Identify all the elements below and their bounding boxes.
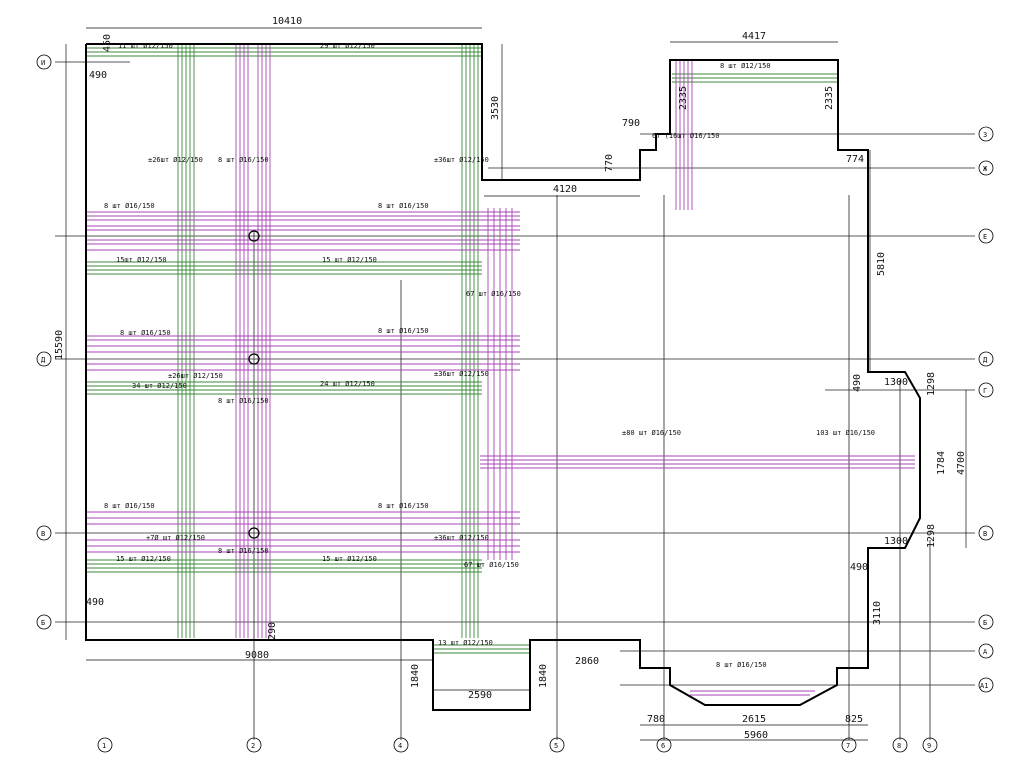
rebar-label: 8 шт Ø16/150 — [716, 661, 767, 669]
axis-label-right: З — [983, 131, 987, 139]
dim-1300-top: 1300 — [884, 377, 908, 388]
dim-825: 825 — [845, 714, 863, 725]
axis-label-bottom: 7 — [846, 742, 850, 750]
dim-2335-left: 2335 — [678, 86, 689, 110]
dim-10410: 10410 — [272, 16, 302, 27]
dim-490-left: 490 — [86, 597, 104, 608]
rebar-label: 8 шт Ø16/150 — [104, 202, 155, 210]
axis-label-bottom: 1 — [102, 742, 106, 750]
rebar-label: 67 (16шт Ø16/150 — [652, 132, 719, 140]
axis-label-bottom: 2 — [251, 742, 255, 750]
axis-label-right: А — [983, 648, 988, 656]
rebar-label: 34 шт Ø12/150 — [132, 382, 187, 390]
dim-4700: 4700 — [956, 451, 967, 475]
rebar-label: ±26шт Ø12/150 — [168, 372, 223, 380]
magenta-rebar-group — [86, 44, 915, 696]
rebar-label: 8 шт Ø16/150 — [218, 547, 269, 555]
dim-5810: 5810 — [876, 252, 887, 276]
dim-1298: 1298 — [926, 372, 937, 396]
dim-3530: 3530 — [490, 96, 501, 120]
axis-label-right: А1 — [980, 682, 988, 690]
axis-label-left: И — [41, 59, 45, 67]
axis-label-bottom: 8 — [897, 742, 901, 750]
slab-outline — [85, 43, 921, 711]
axis-bubbles-bottom: 1 2 4 5 6 7 8 9 — [97, 737, 938, 753]
dim-2590: 2590 — [468, 690, 492, 701]
rebar-label: ±36шт Ø12/150 — [434, 370, 489, 378]
dim-2860: 2860 — [575, 656, 599, 667]
rebar-label: 29 шт Ø12/150 — [320, 42, 375, 50]
axis-lines — [55, 61, 975, 740]
column-markers — [248, 230, 260, 539]
rebar-label: ±80 шт Ø16/150 — [622, 429, 681, 437]
axis-label-right: Б — [983, 619, 987, 627]
rebar-label: 8 шт Ø16/150 — [378, 327, 429, 335]
axis-bubbles-right: З Ж Е Д Г В Б А А1 — [978, 126, 994, 693]
axis-label-left: В — [41, 530, 45, 538]
rebar-label: 67 шт Ø16/150 — [466, 290, 521, 298]
axis-label-bottom: 5 — [554, 742, 558, 750]
dim-4120: 4120 — [553, 184, 577, 195]
dim-290: 290 — [267, 622, 278, 640]
axis-label-right: Е — [983, 233, 987, 241]
dimension-texts: 10410 4417 450 490 3530 2335 2335 790 77… — [54, 16, 967, 741]
rebar-labels: 11 шт Ø12/150 29 шт Ø12/150 8 шт Ø12/150… — [104, 42, 875, 669]
rebar-label: ±36шт Ø12/150 — [434, 534, 489, 542]
rebar-label: 8 шт Ø16/150 — [378, 202, 429, 210]
dim-15590: 15590 — [54, 330, 65, 360]
dim-1784: 1784 — [936, 451, 947, 475]
dim-4417: 4417 — [742, 31, 766, 42]
dim-1298-bottom: 1298 — [926, 524, 937, 548]
green-rebar-group — [86, 44, 838, 654]
dim-490-right: 490 — [850, 562, 868, 573]
axis-label-right: Д — [983, 356, 988, 364]
rebar-label: 103 шт Ø16/150 — [816, 429, 875, 437]
rebar-label: 24 шт Ø12/150 — [320, 380, 375, 388]
rebar-label: 8 шт Ø16/150 — [218, 397, 269, 405]
dim-450: 450 — [102, 34, 113, 52]
rebar-label: 13 шт Ø12/150 — [438, 639, 493, 647]
rebar-label: ±26шт Ø12/150 — [148, 156, 203, 164]
axis-label-left: Б — [41, 619, 45, 627]
axis-label-bottom: 4 — [398, 742, 402, 750]
axis-label-bottom: 6 — [661, 742, 665, 750]
dimension-lines — [65, 27, 967, 741]
dim-2615: 2615 — [742, 714, 766, 725]
dim-3110: 3110 — [872, 601, 883, 625]
axis-label-right: Ж — [983, 165, 988, 173]
rebar-label: 15 шт Ø12/150 — [322, 256, 377, 264]
dim-9080: 9080 — [245, 650, 269, 661]
rebar-label: 11 шт Ø12/150 — [118, 42, 173, 50]
axis-bubbles-left: И Д В Б — [36, 54, 52, 630]
dim-1840-left: 1840 — [410, 664, 421, 688]
dim-780: 780 — [647, 714, 665, 725]
rebar-label: 67 шт Ø16/150 — [464, 561, 519, 569]
rebar-label: 15шт Ø12/150 — [116, 256, 167, 264]
rebar-label: 8 шт Ø16/150 — [218, 156, 269, 164]
rebar-label: 8 шт Ø16/150 — [378, 502, 429, 510]
dim-5960: 5960 — [744, 730, 768, 741]
rebar-label: 15 шт Ø12/150 — [322, 555, 377, 563]
dim-770: 770 — [604, 154, 615, 172]
dim-1840-right: 1840 — [538, 664, 549, 688]
dim-490-mid: 490 — [852, 374, 863, 392]
rebar-label: 8 шт Ø16/150 — [120, 329, 171, 337]
rebar-label: 8 шт Ø16/150 — [104, 502, 155, 510]
axis-label-bottom: 9 — [927, 742, 931, 750]
rebar-label: 8 шт Ø12/150 — [720, 62, 771, 70]
dim-1300-bottom: 1300 — [884, 536, 908, 547]
rebar-label: ±36шт Ø12/150 — [434, 156, 489, 164]
dim-490-top: 490 — [89, 70, 107, 81]
dim-2335-right: 2335 — [824, 86, 835, 110]
rebar-label: +7Ø шт Ø12/150 — [146, 534, 205, 542]
dim-790: 790 — [622, 118, 640, 129]
axis-label-right: В — [983, 530, 987, 538]
axis-label-left: Д — [41, 356, 46, 364]
axis-label-right: Г — [983, 387, 987, 395]
rebar-label: 15 шт Ø12/150 — [116, 555, 171, 563]
dim-774: 774 — [846, 154, 864, 165]
